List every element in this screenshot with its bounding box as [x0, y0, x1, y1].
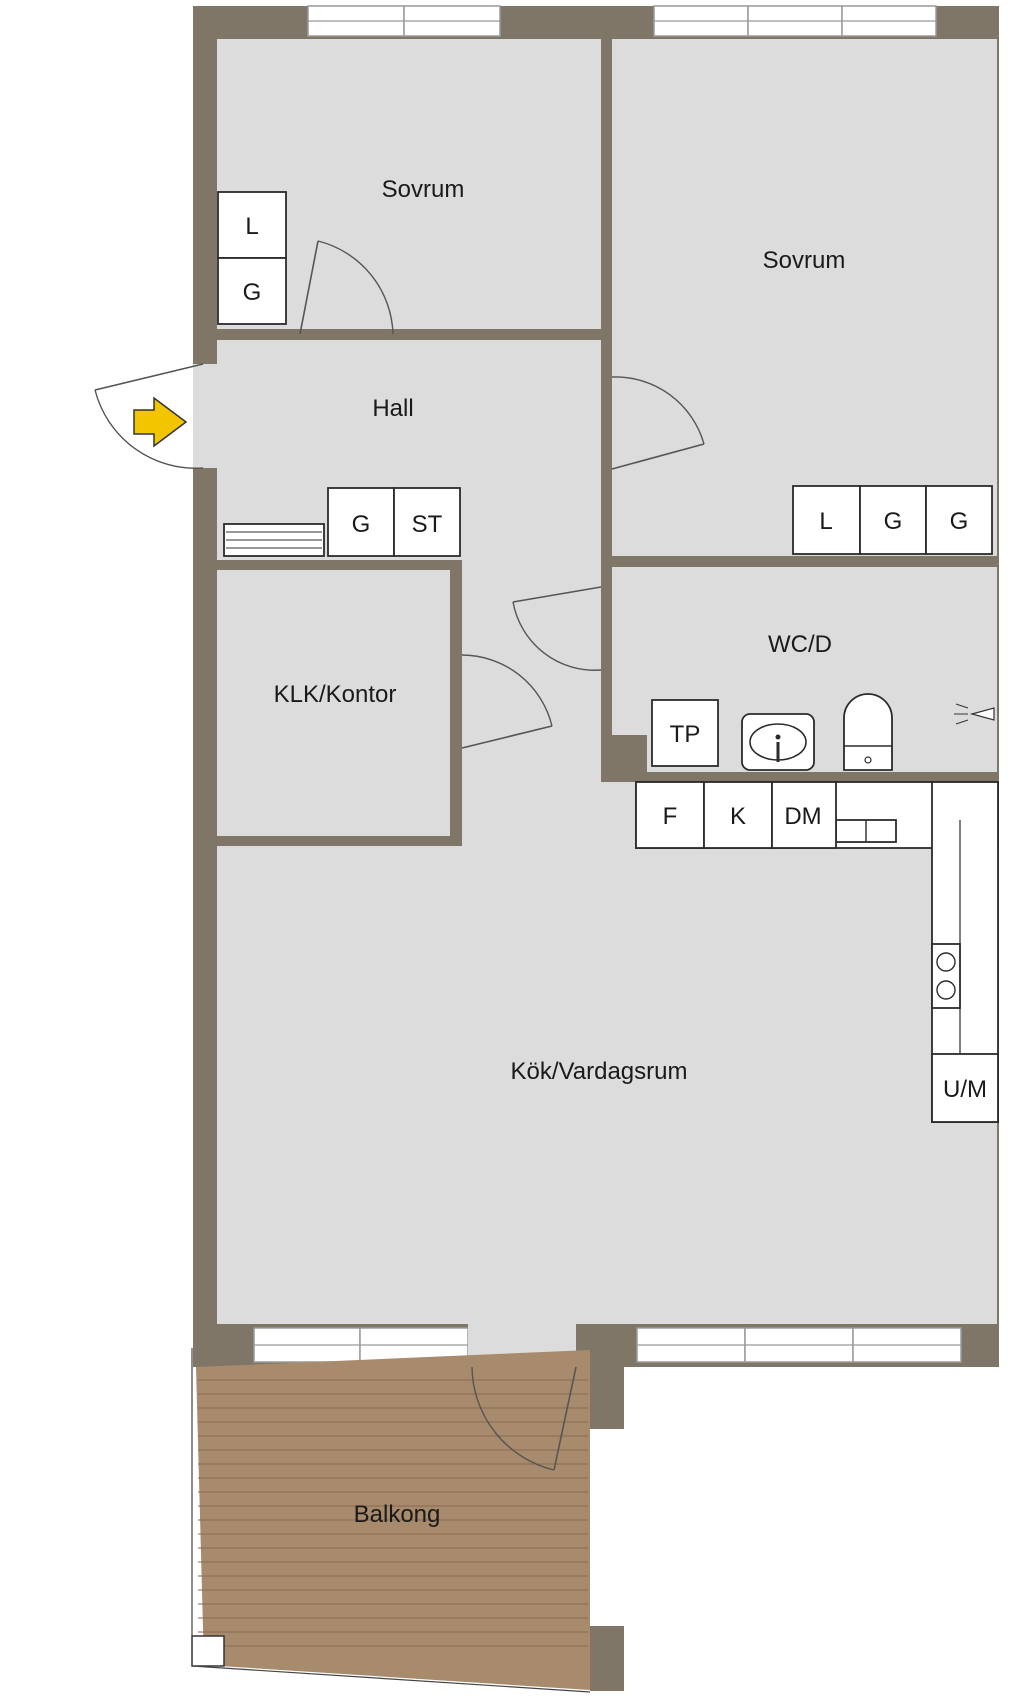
room-label-wc-d: WC/D — [768, 631, 832, 658]
sovrum1-g-cabinet — [217, 257, 287, 325]
fixture-label-wc-tp: TP — [670, 721, 701, 748]
windows-top — [307, 5, 937, 37]
windows-bottom — [253, 1327, 962, 1363]
stove-icon — [931, 943, 961, 1009]
wall-wc-bottom — [601, 772, 997, 782]
hall-radiator — [223, 523, 325, 557]
outside-area — [624, 1367, 1024, 1698]
wall-klk-right-bottom — [450, 748, 462, 843]
sovrum2-g-cabinet-2 — [925, 485, 993, 555]
fixture-label-kitchen-dm: DM — [784, 803, 821, 830]
sovrum2-g-cabinet-1 — [859, 485, 927, 555]
fixture-label-sovrum2-g1: G — [884, 508, 903, 535]
room-label-sovrum-2: Sovrum — [763, 247, 846, 274]
sovrum1-l-cabinet — [217, 191, 287, 259]
entrance-arrow-icon — [133, 396, 188, 448]
fixture-label-sovrum1-g: G — [243, 279, 262, 306]
kitchen-k-cabinet — [703, 781, 773, 849]
wall-hall-sovrum2 — [601, 469, 612, 567]
room-label-hall: Hall — [372, 395, 413, 422]
balcony-deck — [191, 1348, 591, 1693]
wall-wc-left-bottom — [601, 670, 612, 782]
door-klk[interactable] — [461, 654, 553, 749]
fixture-label-kitchen-f: F — [663, 803, 678, 830]
wc-tp-cabinet — [651, 699, 719, 767]
door-balcony[interactable] — [471, 1366, 577, 1471]
wall-sovrum1-hall-right — [393, 329, 601, 340]
door-sovrum1[interactable] — [299, 240, 394, 335]
room-label-klk-kontor: KLK/Kontor — [274, 681, 397, 708]
kitchen-dm-cabinet — [771, 781, 837, 849]
fixture-label-kitchen-um: U/M — [943, 1076, 987, 1103]
room-label-kok-vardagsrum: Kök/Vardagsrum — [511, 1058, 688, 1085]
lamp-icon — [954, 703, 995, 725]
sink-icon — [741, 713, 815, 771]
kitchen-floor — [217, 782, 997, 1324]
toilet-icon — [843, 693, 893, 771]
entrance-opening — [193, 364, 217, 468]
kitchen-f-cabinet — [635, 781, 705, 849]
door-wc[interactable] — [512, 586, 602, 671]
wall-sovrum-divider — [601, 39, 612, 377]
hall-st-cabinet — [393, 487, 461, 557]
wall-wc-corner — [612, 735, 647, 775]
wall-wc-left-top — [601, 567, 612, 587]
fixture-label-sovrum2-g2: G — [950, 508, 969, 535]
sovrum-2-floor — [612, 39, 997, 556]
fixture-label-kitchen-k: K — [730, 803, 746, 830]
sovrum2-l-cabinet — [792, 485, 861, 555]
wall-sovrum2-wc — [612, 556, 997, 567]
wall-sovrum1-hall — [217, 329, 294, 340]
wall-klk-right-top — [450, 560, 462, 655]
door-entrance[interactable] — [94, 363, 204, 469]
kitchen-entry-floor — [462, 772, 642, 792]
door-sovrum2[interactable] — [611, 376, 705, 470]
fixture-label-sovrum1-l: L — [245, 213, 258, 240]
wall-hall-klk — [217, 560, 462, 570]
hall-g-cabinet — [327, 487, 395, 557]
room-label-sovrum-1: Sovrum — [382, 176, 465, 203]
fixture-label-hall-st: ST — [412, 511, 443, 538]
room-label-balkong: Balkong — [354, 1501, 441, 1528]
wall-stub-bottom — [590, 1626, 624, 1691]
wall-klk-kitchen — [217, 836, 462, 846]
fixture-label-sovrum2-l: L — [819, 508, 832, 535]
hall-corridor-floor — [462, 560, 601, 780]
kitchen-um-cabinet — [931, 1053, 999, 1123]
fixture-label-hall-g: G — [352, 511, 371, 538]
